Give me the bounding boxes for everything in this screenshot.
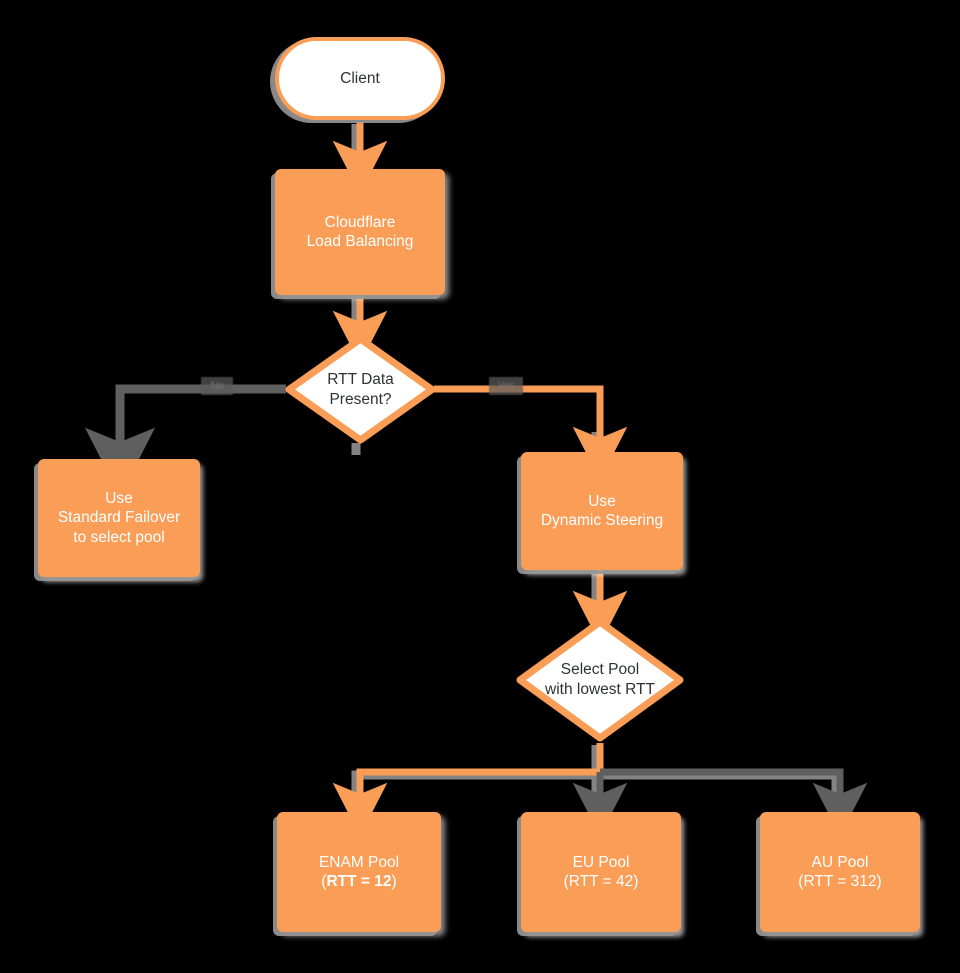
- node-enam-pool-paren-close: ): [391, 873, 397, 890]
- node-standard-failover-line2: Standard Failover: [57, 509, 181, 527]
- node-au-pool-line1: AU Pool: [811, 853, 869, 871]
- node-dynamic-steering[interactable]: Use Dynamic Steering: [521, 452, 683, 570]
- node-rtt-decision[interactable]: RTT Data Present?: [283, 333, 438, 446]
- node-au-pool[interactable]: AU Pool (RTT = 312): [760, 812, 920, 932]
- edge-select-pool-to-enam-pool: [332, 743, 604, 837]
- node-eu-pool-line1: EU Pool: [572, 853, 630, 871]
- node-client[interactable]: Client: [275, 37, 445, 120]
- node-load-balancing[interactable]: Cloudflare Load Balancing: [275, 169, 445, 295]
- node-load-balancing-line2: Load Balancing: [306, 233, 414, 250]
- edge-label-no: No: [201, 377, 233, 395]
- node-select-pool[interactable]: Select Pool with lowest RTT: [514, 616, 686, 744]
- node-eu-pool[interactable]: EU Pool (RTT = 42): [521, 812, 681, 932]
- node-standard-failover-line3: to select pool: [73, 528, 165, 546]
- node-eu-pool-line2: (RTT = 42): [563, 873, 639, 890]
- node-enam-pool-paren-open: (: [321, 873, 327, 890]
- edge-label-yes: Yes: [489, 377, 523, 395]
- node-client-label: Client: [340, 69, 380, 87]
- node-au-pool-line2: (RTT = 312): [798, 873, 882, 890]
- node-enam-pool-rtt: RTT = 12: [326, 873, 392, 890]
- node-enam-pool-line1: ENAM Pool: [318, 853, 400, 871]
- node-dynamic-steering-line1: Use: [588, 492, 616, 510]
- node-standard-failover[interactable]: Use Standard Failover to select pool: [38, 459, 200, 577]
- node-dynamic-steering-line2: Dynamic Steering: [540, 512, 664, 529]
- edge-select-pool-to-au-pool: [600, 768, 868, 837]
- edge-rtt-decision-to-dynamic-steering: [434, 385, 628, 481]
- node-enam-pool[interactable]: ENAM Pool (RTT = 12): [277, 812, 441, 932]
- node-standard-failover-line1: Use: [105, 490, 133, 508]
- edge-rtt-decision-to-standard-failover: [84, 384, 286, 497]
- node-load-balancing-line1: Cloudflare: [324, 213, 396, 231]
- rtt-decision-shape: [285, 335, 436, 444]
- select-pool-shape: [516, 618, 684, 742]
- node-enam-pool-line2: (RTT = 12): [319, 872, 399, 891]
